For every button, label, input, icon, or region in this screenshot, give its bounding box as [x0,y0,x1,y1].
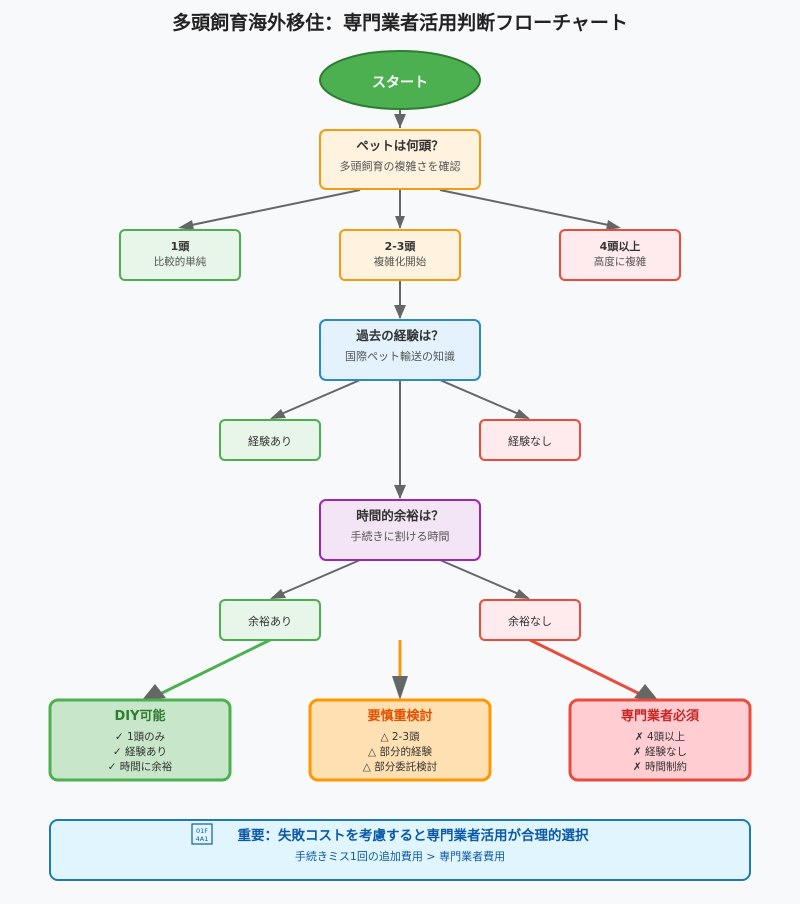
arrowhead-to-pro [634,684,658,700]
arrowhead-q1-to-one [178,220,194,230]
arrow-q1-to-one [181,189,361,228]
question-pet-count-title: ペットは何頭？ [356,138,444,153]
option-one-pet: 1頭 比較的単純 [119,229,241,281]
arrow-to-diy [159,638,271,696]
result-pro-line: ✗ 経験なし [633,745,687,758]
question-experience: 過去の経験は？ 国際ペット輸送の知識 [319,319,481,381]
arrow-q1-to-many [439,189,619,228]
arrowhead-to-careful [392,676,408,700]
arrowhead-start-to-q1 [394,114,406,128]
start-node: スタート [319,50,481,110]
start-label: スタート [372,75,428,91]
arrowhead-to-diy [142,684,166,700]
result-careful-line: △ 部分的経験 [368,745,432,758]
option-time-yes-label: 余裕あり [248,614,292,628]
page-title: 多頭飼育海外移住：専門業者活用判断フローチャート [172,11,628,34]
option-many-pets-title: 4頭以上 [600,239,641,253]
info-icon: 01F 4A1 [191,823,213,845]
arrowhead-q2-to-exp-yes [270,409,286,419]
result-careful: 要慎重検討 △ 2-3頭 △ 部分的経験 △ 部分委託検討 [308,698,492,782]
option-time-no: 余裕なし [479,599,581,641]
question-time-title: 時間的余裕は？ [356,508,444,523]
option-many-pets: 4頭以上 高度に複雑 [559,229,681,281]
arrow-q3-to-time-yes [271,559,361,599]
result-careful-title: 要慎重検討 [367,708,432,724]
option-many-pets-subtitle: 高度に複雑 [594,255,647,268]
arrow-q3-to-time-no [439,559,529,599]
result-pro-line: ✗ 時間制約 [633,760,687,773]
option-time-yes: 余裕あり [219,599,321,641]
result-careful-line: △ 部分委託検討 [363,760,437,773]
arrowhead-q3-to-time-no [514,589,530,599]
arrow-q2-to-exp-no [439,379,529,419]
note-title: 重要：失敗コストを考慮すると専門業者活用が合理的選択 [238,827,589,844]
question-time-subtitle: 手続きに割ける時間 [351,529,450,543]
result-pro: 専門業者必須 ✗ 4頭以上 ✗ 経験なし ✗ 時間制約 [568,698,752,782]
arrow-q2-to-exp-yes [271,379,361,419]
arrowhead-q2-to-q3 [394,485,406,499]
arrowhead-q1-to-few [395,216,405,229]
arrowhead-q2-to-exp-no [514,409,530,419]
note-box: 01F 4A1 重要：失敗コストを考慮すると専門業者活用が合理的選択 手続きミス… [49,819,751,881]
option-one-pet-title: 1頭 [171,240,191,253]
result-diy-line: ✓ 時間に余裕 [108,760,173,773]
result-pro-line: ✗ 4頭以上 [635,731,685,743]
arrow-to-pro [529,638,641,696]
question-experience-title: 過去の経験は？ [355,328,444,343]
option-one-pet-subtitle: 比較的単純 [154,255,207,268]
option-few-pets: 2-3頭 複雑化開始 [339,229,461,281]
connectors [142,108,658,700]
option-few-pets-title: 2-3頭 [385,240,417,253]
arrowhead-q3-to-time-yes [270,589,286,599]
result-diy: DIY可能 ✓ 1頭のみ ✓ 経験あり ✓ 時間に余裕 [48,698,232,782]
option-experience-no-label: 経験なし [508,434,552,448]
result-pro-title: 専門業者必須 [621,708,700,724]
option-experience-yes-label: 経験あり [248,434,292,448]
arrowhead-q1-to-many [606,220,621,230]
svg-text:01F: 01F [196,827,208,835]
result-diy-line: ✓ 1頭のみ [115,731,165,743]
result-diy-line: ✓ 経験あり [113,745,167,758]
option-experience-yes: 経験あり [219,419,321,461]
question-experience-subtitle: 国際ペット輸送の知識 [345,349,455,363]
option-few-pets-subtitle: 複雑化開始 [374,255,427,268]
result-careful-line: △ 2-3頭 [380,731,420,743]
result-diy-title: DIY可能 [114,708,165,724]
note-subtitle: 手続きミス1回の追加費用 > 専門業者費用 [295,849,505,863]
svg-text:4A1: 4A1 [196,835,209,843]
question-pet-count-subtitle: 多頭飼育の複雑さを確認 [340,159,461,173]
question-time: 時間的余裕は？ 手続きに割ける時間 [319,499,481,561]
arrowhead-few-to-q2 [394,305,406,319]
option-time-no-label: 余裕なし [508,614,552,628]
question-pet-count: ペットは何頭？ 多頭飼育の複雑さを確認 [319,129,481,190]
option-experience-no: 経験なし [479,419,581,461]
